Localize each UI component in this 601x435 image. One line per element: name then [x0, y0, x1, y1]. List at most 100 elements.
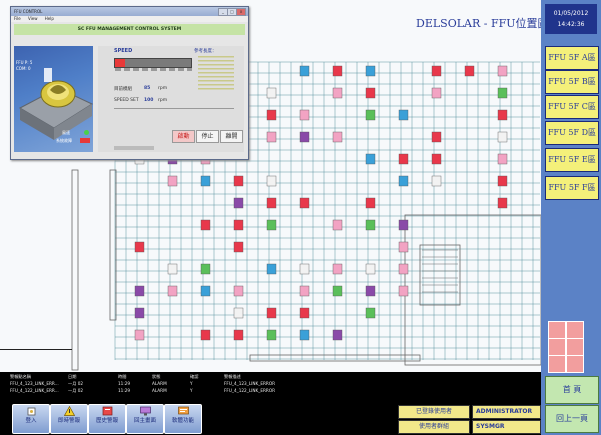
ffu-unit[interactable]	[398, 263, 409, 275]
ffu-unit[interactable]	[332, 285, 343, 297]
ffu-unit[interactable]	[431, 131, 442, 143]
ffu-unit[interactable]	[365, 87, 376, 99]
ffu-unit[interactable]	[365, 197, 376, 209]
ffu-unit[interactable]	[266, 197, 277, 209]
ffu-unit[interactable]	[233, 219, 244, 231]
ffu-unit[interactable]	[365, 109, 376, 121]
ffu-unit[interactable]	[431, 87, 442, 99]
ffu-unit[interactable]	[134, 329, 145, 341]
ffu-unit[interactable]	[464, 65, 475, 77]
ffu-unit[interactable]	[134, 307, 145, 319]
ffu-unit[interactable]	[299, 131, 310, 143]
ffu-unit[interactable]	[431, 175, 442, 187]
ffu-unit[interactable]	[266, 87, 277, 99]
ffu-unit[interactable]	[233, 197, 244, 209]
ffu-unit[interactable]	[497, 87, 508, 99]
area-a-button[interactable]: FFU 5F A區	[545, 46, 599, 70]
ffu-unit[interactable]	[398, 219, 409, 231]
ffu-unit[interactable]	[497, 197, 508, 209]
ffu-unit[interactable]	[233, 307, 244, 319]
ffu-unit[interactable]	[299, 197, 310, 209]
ffu-unit[interactable]	[332, 263, 343, 275]
history-alarm-button[interactable]: 歷史警報	[88, 404, 126, 434]
ffu-unit[interactable]	[266, 307, 277, 319]
ffu-unit[interactable]	[233, 175, 244, 187]
ffu-unit[interactable]	[365, 285, 376, 297]
back-button[interactable]: 回上一頁	[545, 405, 599, 433]
ffu-unit[interactable]	[497, 131, 508, 143]
ffu-control-window[interactable]: FFU CONTROL _ □ x File View Help SC FFU …	[10, 6, 249, 160]
ffu-unit[interactable]	[497, 109, 508, 121]
ffu-unit[interactable]	[332, 219, 343, 231]
area-cell-1[interactable]	[548, 321, 566, 339]
ffu-unit[interactable]	[332, 131, 343, 143]
table-row[interactable]: FFU_4_123_LINK_ERR...	[10, 381, 59, 386]
ffu-unit[interactable]	[332, 329, 343, 341]
ffu-unit[interactable]	[398, 109, 409, 121]
ffu-unit[interactable]	[266, 263, 277, 275]
realtime-alarm-button[interactable]: 即時警報	[50, 404, 88, 434]
ffu-unit[interactable]	[299, 109, 310, 121]
area-cell-5[interactable]	[548, 355, 566, 373]
area-e-button[interactable]: FFU 5F E區	[545, 148, 599, 172]
area-cell-2[interactable]	[566, 321, 584, 339]
ffu-unit[interactable]	[497, 153, 508, 165]
ffu-unit[interactable]	[299, 65, 310, 77]
ffu-unit[interactable]	[365, 65, 376, 77]
ffu-unit[interactable]	[398, 241, 409, 253]
ffu-unit[interactable]	[167, 263, 178, 275]
software-function-button[interactable]: 軟體功能	[164, 404, 202, 434]
menu-view[interactable]: View	[27, 16, 38, 21]
window-titlebar[interactable]: FFU CONTROL _ □ x	[11, 7, 248, 16]
ffu-unit[interactable]	[332, 87, 343, 99]
ffu-unit[interactable]	[200, 329, 211, 341]
ffu-unit[interactable]	[167, 285, 178, 297]
ffu-unit[interactable]	[266, 175, 277, 187]
area-b-button[interactable]: FFU 5F B區	[545, 70, 599, 94]
ffu-unit[interactable]	[134, 241, 145, 253]
ffu-unit[interactable]	[398, 285, 409, 297]
ffu-unit[interactable]	[431, 153, 442, 165]
ffu-unit[interactable]	[134, 285, 145, 297]
ffu-unit[interactable]	[233, 329, 244, 341]
ffu-unit[interactable]	[398, 153, 409, 165]
ffu-unit[interactable]	[200, 285, 211, 297]
ffu-unit[interactable]	[200, 263, 211, 275]
ffu-unit[interactable]	[200, 219, 211, 231]
ffu-unit[interactable]	[497, 175, 508, 187]
ffu-unit[interactable]	[299, 307, 310, 319]
ffu-unit[interactable]	[398, 175, 409, 187]
ffu-unit[interactable]	[233, 285, 244, 297]
ffu-unit[interactable]	[332, 65, 343, 77]
ffu-unit[interactable]	[299, 329, 310, 341]
start-button[interactable]: 啟動	[172, 130, 195, 143]
ffu-unit[interactable]	[233, 241, 244, 253]
area-cell-4[interactable]	[566, 338, 584, 356]
exit-button[interactable]: 離開	[220, 130, 243, 143]
main-screen-button[interactable]: 回主畫面	[126, 404, 164, 434]
menu-help[interactable]: Help	[44, 16, 54, 21]
close-button[interactable]: x	[236, 8, 246, 16]
ffu-unit[interactable]	[299, 285, 310, 297]
ffu-unit[interactable]	[266, 109, 277, 121]
area-d-button[interactable]: FFU 5F D區	[545, 121, 599, 145]
ffu-unit[interactable]	[365, 263, 376, 275]
home-button[interactable]: 首 頁	[545, 376, 599, 404]
ffu-unit[interactable]	[200, 175, 211, 187]
area-f-button[interactable]: FFU 5F F區	[545, 176, 599, 200]
login-button[interactable]: 登入	[12, 404, 50, 434]
ffu-unit[interactable]	[167, 175, 178, 187]
ffu-unit[interactable]	[365, 307, 376, 319]
ffu-unit[interactable]	[365, 153, 376, 165]
table-row[interactable]: FFU_4_122_LINK_ERR...	[10, 388, 59, 393]
ffu-unit[interactable]	[365, 219, 376, 231]
stop-button[interactable]: 停止	[196, 130, 219, 143]
ffu-unit[interactable]	[299, 263, 310, 275]
area-c-button[interactable]: FFU 5F C區	[545, 95, 599, 119]
area-cell-3[interactable]	[548, 338, 566, 356]
ffu-unit[interactable]	[497, 65, 508, 77]
menu-file[interactable]: File	[14, 16, 21, 21]
ffu-unit[interactable]	[266, 219, 277, 231]
ffu-unit[interactable]	[266, 329, 277, 341]
ffu-unit[interactable]	[431, 65, 442, 77]
